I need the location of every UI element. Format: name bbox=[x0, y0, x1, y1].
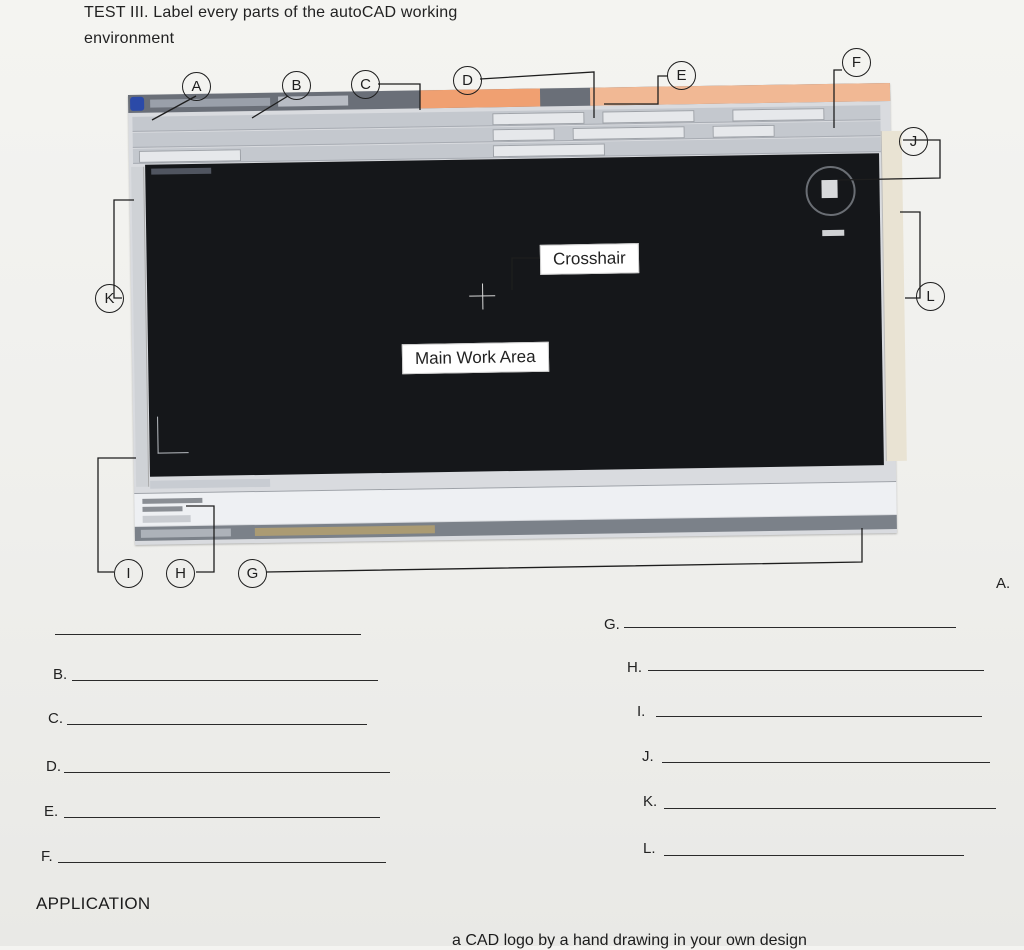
callout-c: C bbox=[351, 70, 380, 99]
callout-l: L bbox=[916, 282, 945, 311]
answer-label-f: F. bbox=[41, 848, 53, 865]
callout-a: A bbox=[182, 72, 211, 101]
answer-label-k: K. bbox=[643, 793, 658, 810]
callout-e: E bbox=[667, 61, 696, 90]
answer-label-i: I. bbox=[637, 703, 646, 720]
callout-d: D bbox=[453, 66, 482, 95]
crosshair-label: Crosshair bbox=[539, 243, 640, 275]
answer-label-e: E. bbox=[44, 803, 59, 820]
answer-label-b: B. bbox=[53, 666, 68, 683]
answer-label-l: L. bbox=[643, 840, 656, 857]
callout-g: G bbox=[238, 559, 267, 588]
answer-label-h: H. bbox=[627, 659, 642, 676]
test-title-continued: environment bbox=[84, 30, 175, 47]
application-heading: APPLICATION bbox=[36, 894, 151, 913]
callout-k: K bbox=[95, 284, 124, 313]
callout-j: J bbox=[899, 127, 928, 156]
answer-label-d: D. bbox=[46, 758, 61, 775]
test-title: TEST III. Label every parts of the autoC… bbox=[84, 4, 458, 21]
callout-b: B bbox=[282, 71, 311, 100]
callout-h: H bbox=[166, 559, 195, 588]
application-instructions: a CAD logo by a hand drawing in your own… bbox=[452, 932, 807, 949]
answer-label-a: A. bbox=[996, 575, 1011, 592]
callout-i: I bbox=[114, 559, 143, 588]
callout-f: F bbox=[842, 48, 871, 77]
answer-label-g: G. bbox=[604, 616, 620, 633]
answer-label-j: J. bbox=[642, 748, 654, 765]
main-work-area-label: Main Work Area bbox=[401, 341, 549, 375]
answer-label-c: C. bbox=[48, 710, 63, 727]
